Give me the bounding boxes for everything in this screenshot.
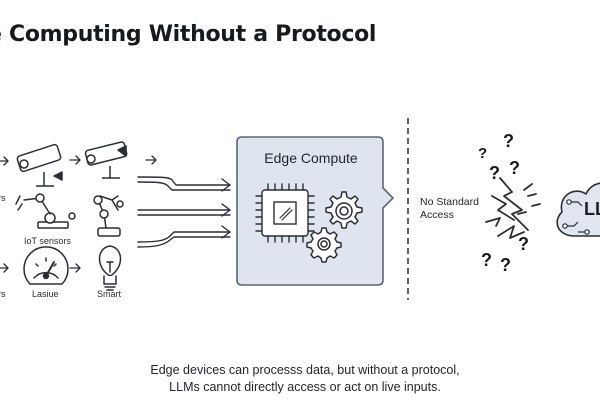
gear-icon [306, 227, 342, 263]
question-mark: ? [489, 163, 500, 183]
question-mark: ? [509, 158, 520, 178]
gauge-icon [23, 246, 69, 285]
no-standard-access-label: No Standard Access [420, 196, 479, 222]
device-label-smart: Smart [97, 289, 122, 299]
chip-icon [255, 183, 315, 243]
device-label-lasiue: Lasiue [32, 289, 59, 299]
edge-compute-title: Edge Compute [264, 150, 358, 166]
security-camera-icon [84, 141, 128, 179]
caption-line1: Edge devices can processs data, but with… [150, 363, 460, 377]
caption-line2: LLMs cannot directly access or act on li… [169, 380, 441, 394]
gear-icon [325, 191, 363, 229]
question-mark: ? [478, 145, 488, 162]
robot-arm-icon [93, 195, 124, 237]
device-label: rs [0, 289, 6, 299]
lightning-icon [485, 177, 541, 239]
no-standard-access-line2: Access [420, 209, 454, 221]
device-arrows-middle [69, 155, 157, 273]
question-mark: ? [481, 250, 492, 270]
diagram-title: e Computing Without a Protocol [0, 22, 377, 47]
arrows-to-edge [137, 176, 231, 248]
security-camera-icon [16, 143, 63, 187]
diagram-caption: Edge devices can processs data, but with… [0, 362, 600, 396]
device-label-iot-sensors: IoT sensors [24, 236, 71, 246]
llm-label: LL [584, 199, 600, 219]
no-standard-access-line1: No Standard [420, 196, 479, 208]
question-mark: ? [500, 255, 511, 275]
edge-compute-box [236, 136, 395, 286]
question-mark: ? [503, 131, 514, 151]
device-arrows-left [0, 156, 9, 273]
device-label: rs [0, 193, 6, 203]
light-bulb-icon [98, 245, 122, 291]
cloud-icon [556, 182, 600, 237]
question-mark: ? [518, 234, 529, 254]
robot-arm-icon [15, 193, 76, 229]
